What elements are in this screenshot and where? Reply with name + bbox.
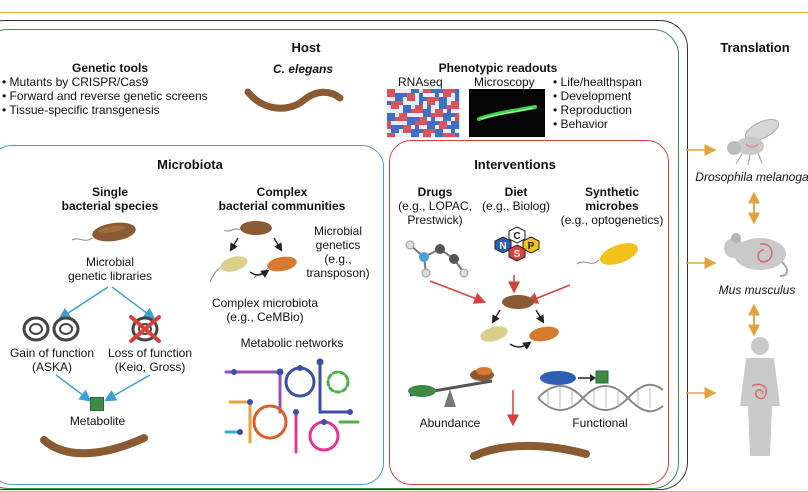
gain-of-function-label: Gain of function (ASKA)	[9, 346, 95, 374]
bottom-worm-left-icon	[40, 434, 148, 458]
loss-of-function-label: Loss of function (Keio, Gross)	[107, 346, 193, 374]
genetic-tool-item: • Tissue-specific transgenesis	[2, 103, 160, 117]
nutrient-letter: C	[513, 231, 520, 242]
microscopy-image	[469, 89, 545, 137]
metabolic-networks-label: Metabolic networks	[240, 336, 344, 350]
microbiota-title: Microbiota	[157, 157, 223, 172]
functional-dna-icon	[537, 370, 664, 413]
genetic-tool-item: • Forward and reverse genetic screens	[2, 89, 208, 103]
single-bacterium-icon	[71, 222, 136, 242]
bacterial-community-cycle-icon	[209, 221, 297, 283]
c-elegans-worm-icon	[244, 88, 344, 112]
readout-item: • Life/healthspan	[553, 75, 642, 89]
intervention-arrows	[429, 275, 571, 304]
diet-label: Diet (e.g., Biolog)	[481, 185, 551, 213]
intervention-down-arrow	[507, 390, 519, 427]
nutrient-letter: S	[514, 249, 521, 260]
bottom-worm-center-icon	[470, 441, 590, 460]
rnaseq-heatmap-image	[387, 89, 460, 138]
nutrient-letter: P	[528, 241, 535, 252]
abundance-label: Abundance	[419, 416, 481, 430]
genetic-tools-list: • Mutants by CRISPR/Cas9 • Forward and r…	[2, 75, 208, 117]
library-branch-arrows	[58, 286, 156, 320]
host-organism: C. elegans	[272, 62, 334, 76]
nutrient-hexagons-icon: C N P S	[494, 226, 540, 262]
metabolite-arrows	[55, 374, 151, 402]
readout-item: • Behavior	[553, 117, 608, 131]
translation-species-mouse: Mus musculus	[718, 283, 796, 297]
nutrient-letter: N	[499, 241, 506, 252]
abundance-scale-icon	[408, 367, 494, 407]
knockout-plasmid-icon	[129, 315, 161, 343]
genetic-tools-title: Genetic tools	[71, 61, 148, 75]
fly-icon	[727, 118, 780, 166]
microscopy-label: Microscopy	[474, 75, 535, 89]
drug-molecule-icon	[405, 240, 469, 278]
complex-communities-title: Complex bacterial communities	[218, 185, 346, 213]
metabolite-label: Metabolite	[69, 414, 126, 428]
translation-species-fly: Drosophila melanogaster	[695, 170, 808, 184]
functional-label: Functional	[572, 416, 628, 430]
plasmid-icon	[22, 316, 80, 342]
interventions-title: Interventions	[474, 157, 556, 172]
readout-item: • Reproduction	[553, 103, 632, 117]
synthetic-microbes-label: Synthetic microbes (e.g., optogenetics)	[560, 185, 664, 227]
synthetic-bacterium-icon	[576, 243, 639, 265]
rnaseq-label: RNAseq	[398, 75, 443, 89]
metabolite-cube-icon	[90, 397, 104, 411]
microbial-genetics-label: Microbial genetics (e.g., transposon)	[306, 224, 370, 280]
drugs-label: Drugs (e.g., LOPAC, Prestwick)	[398, 185, 472, 227]
translation-arrows	[686, 144, 760, 399]
phenotypic-readouts-list: • Life/healthspan • Development • Reprod…	[553, 75, 642, 131]
complex-microbiota-label: Complex microbiota (e.g., CeMBio)	[211, 296, 319, 324]
intervention-community-icon	[480, 295, 559, 350]
genetic-tool-item: • Mutants by CRISPR/Cas9	[2, 75, 149, 89]
readout-item: • Development	[553, 89, 632, 103]
microbial-genetic-libraries-label: Microbial genetic libraries	[67, 255, 153, 283]
single-species-title: Single bacterial species	[61, 185, 159, 213]
host-title: Host	[291, 40, 321, 55]
translation-title: Translation	[720, 40, 790, 55]
human-icon	[740, 337, 780, 456]
mouse-icon	[724, 233, 788, 277]
metabolic-network-graphic	[224, 358, 360, 454]
phenotypic-readouts-title: Phenotypic readouts	[438, 61, 558, 75]
